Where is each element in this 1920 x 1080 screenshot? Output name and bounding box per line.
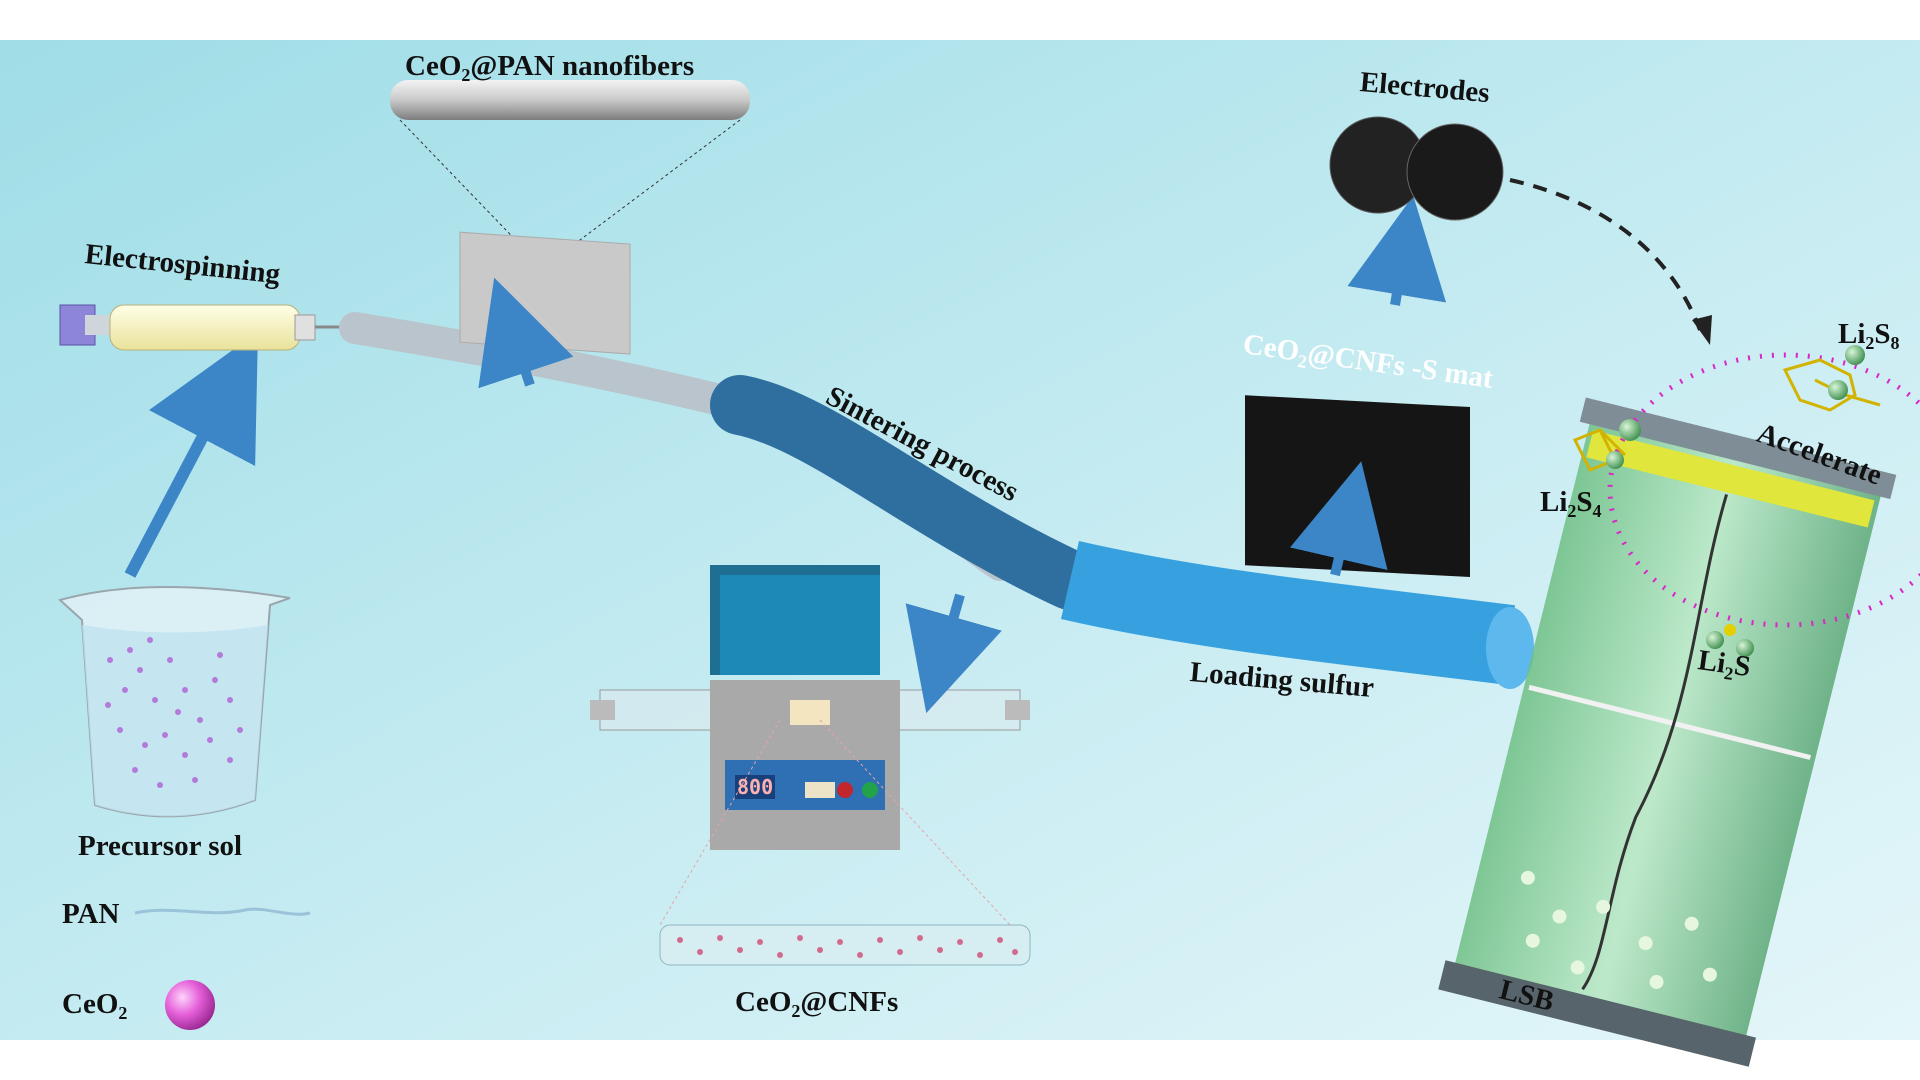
dashed-arrow-icon bbox=[1509, 178, 1702, 331]
battery-icon bbox=[1438, 397, 1897, 1067]
pan-nanofiber-rod bbox=[390, 80, 750, 256]
cnf-rod bbox=[659, 924, 1031, 966]
nanofiber-light-blue bbox=[1061, 541, 1515, 685]
li2s8-label: Li2S8 bbox=[1838, 318, 1900, 353]
arrow-icon bbox=[124, 331, 258, 578]
accelerate-ring bbox=[1607, 352, 1920, 628]
ceo2-pan-label: CeO2@PAN nanofibers bbox=[405, 50, 695, 85]
arrow-icon bbox=[478, 277, 574, 389]
tube-furnace-icon bbox=[590, 565, 1030, 926]
beaker-icon bbox=[57, 586, 291, 818]
furnace-display: 800 bbox=[737, 775, 774, 799]
syringe-icon bbox=[59, 304, 355, 351]
precursor-label: Precursor sol bbox=[78, 830, 243, 862]
ceo2-label: CeO2 bbox=[62, 988, 128, 1023]
ceo2-cnfs-label: CeO2@CNFs bbox=[735, 986, 899, 1021]
nanofiber-mat bbox=[459, 231, 631, 355]
nanofiber-blue bbox=[710, 375, 1100, 610]
cnf-s-mat bbox=[1245, 395, 1470, 578]
fiber-end bbox=[1486, 607, 1534, 689]
pan-label: PAN bbox=[62, 898, 120, 930]
electrode-icon bbox=[1406, 123, 1504, 221]
arrow-icon bbox=[1290, 461, 1388, 577]
pan-legend-line bbox=[134, 907, 311, 916]
ceo2-legend-ball bbox=[165, 980, 215, 1030]
li2s4-label: Li2S4 bbox=[1540, 486, 1602, 521]
arrow-icon bbox=[905, 593, 1002, 714]
arrow-icon bbox=[1347, 195, 1447, 306]
